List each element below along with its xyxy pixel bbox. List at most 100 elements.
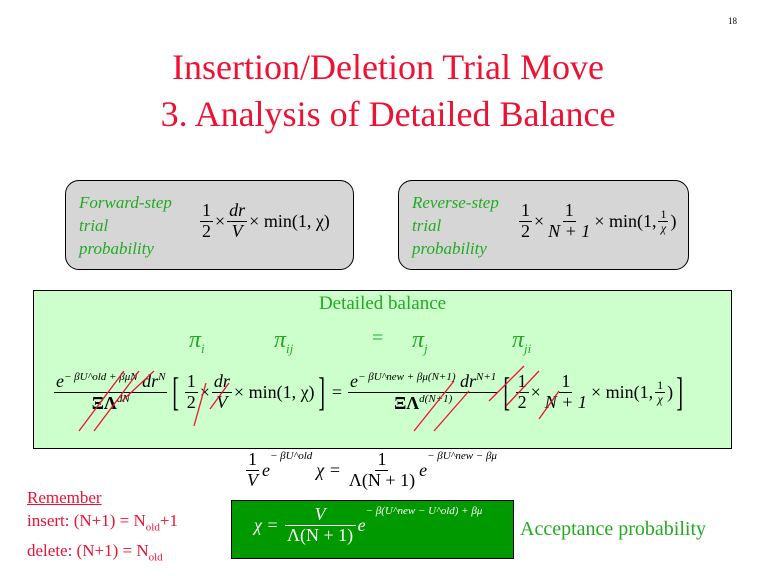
num: 1 xyxy=(658,206,669,222)
den: 2 xyxy=(186,391,196,412)
detailed-balance-box: Detailed balance πi πij = πj πji e− βU^o… xyxy=(33,290,732,449)
times: × xyxy=(530,381,541,402)
chi-equals: χ = xyxy=(316,459,341,480)
num: e− βU^new + βμ(N+1) drN+1 xyxy=(348,371,499,393)
sub: old xyxy=(148,551,163,564)
sup: − β(U^new − U^old) + βμ xyxy=(365,505,483,517)
min-term: × min(1, xyxy=(590,381,654,402)
e: e xyxy=(262,459,270,480)
num: 1 xyxy=(559,371,573,393)
paren: ) xyxy=(670,210,677,231)
e: e xyxy=(350,371,359,391)
equals: = xyxy=(331,381,343,402)
detailed-balance-heading: Detailed balance xyxy=(318,293,447,314)
num: e− βU^old + βμN drN xyxy=(54,371,168,393)
strike xyxy=(209,382,230,410)
pi: π xyxy=(189,327,202,353)
chi-equals: χ = xyxy=(254,514,279,535)
sub: j xyxy=(424,340,428,356)
strike xyxy=(505,370,540,407)
dr: dr xyxy=(142,371,159,391)
pi: π xyxy=(412,327,425,353)
strike xyxy=(78,370,125,432)
den: 2 xyxy=(521,220,530,241)
rhs-fraction: e− βU^new + βμ(N+1) drN+1 ΞΛd(N+1) xyxy=(348,371,499,414)
label-line: probability xyxy=(79,239,154,258)
num: 1 xyxy=(184,371,198,393)
strike xyxy=(121,370,155,402)
num: 1 xyxy=(375,449,389,471)
den: N + 1 xyxy=(548,220,591,241)
num: dr xyxy=(227,200,248,222)
strike xyxy=(538,390,560,420)
paren: ) xyxy=(667,381,674,402)
remember-note: Remember insert: (N+1) = Nold+1 delete: … xyxy=(27,486,178,570)
strike xyxy=(413,380,455,432)
den: Λ(N + 1) xyxy=(286,524,354,545)
pi: π xyxy=(512,327,525,353)
pi-j: πj xyxy=(412,327,428,357)
bracket: ] xyxy=(317,369,325,415)
num: 1 xyxy=(200,200,213,222)
text: delete: (N+1) = N xyxy=(27,541,149,561)
bracket: ] xyxy=(676,369,684,415)
bracket: [ xyxy=(172,369,180,415)
den: ΞΛd(N+1) xyxy=(392,393,454,414)
num: 1 xyxy=(519,200,532,222)
min-term: × min(1, xyxy=(594,210,657,231)
num: 1 xyxy=(515,371,529,393)
acceptance-probability-label: Acceptance probability xyxy=(520,518,707,540)
sup: − βU^new − βμ xyxy=(427,450,497,462)
pi-equals: = xyxy=(372,327,384,349)
strike xyxy=(488,365,525,402)
num: 1 xyxy=(655,377,666,393)
min-term: × min(1, χ) xyxy=(249,210,330,231)
pi-ij: πij xyxy=(274,327,293,357)
sub: i xyxy=(201,340,205,356)
sub: ji xyxy=(524,340,532,356)
sup: d(N+1) xyxy=(419,392,453,405)
cancellation-strokes xyxy=(78,365,560,432)
num: V xyxy=(284,504,356,526)
pi-ji: πji xyxy=(512,327,531,357)
e: e xyxy=(56,371,64,391)
label-line: Reverse-step xyxy=(412,193,499,212)
den: V xyxy=(231,220,243,241)
label-line: Forward-step xyxy=(79,193,172,212)
insert-rule: insert: (N+1) = Nold+1 xyxy=(27,509,178,539)
den: 2 xyxy=(517,391,527,412)
forward-step-label: Forward-step trial probability xyxy=(79,191,172,260)
xi-lambda: ΞΛ xyxy=(91,392,117,413)
strike xyxy=(93,370,140,432)
label-line: probability xyxy=(412,239,487,258)
den: χ xyxy=(660,220,667,235)
sub: old xyxy=(145,521,160,534)
label-line: trial xyxy=(79,216,109,235)
remember-title: Remember xyxy=(27,488,102,507)
strike xyxy=(433,390,470,432)
den: V xyxy=(216,391,228,412)
num: 1 xyxy=(562,200,576,222)
sup: N xyxy=(158,371,166,383)
xi-lambda: ΞΛ xyxy=(394,392,420,413)
bracket: [ xyxy=(503,369,511,415)
sup: N+1 xyxy=(476,371,497,383)
text: insert: (N+1) = N xyxy=(27,511,146,530)
min-term: × min(1, χ) xyxy=(233,381,315,402)
reverse-step-label: Reverse-step trial probability xyxy=(412,191,499,260)
den: χ xyxy=(657,391,663,406)
sup: − βU^old xyxy=(270,450,313,462)
